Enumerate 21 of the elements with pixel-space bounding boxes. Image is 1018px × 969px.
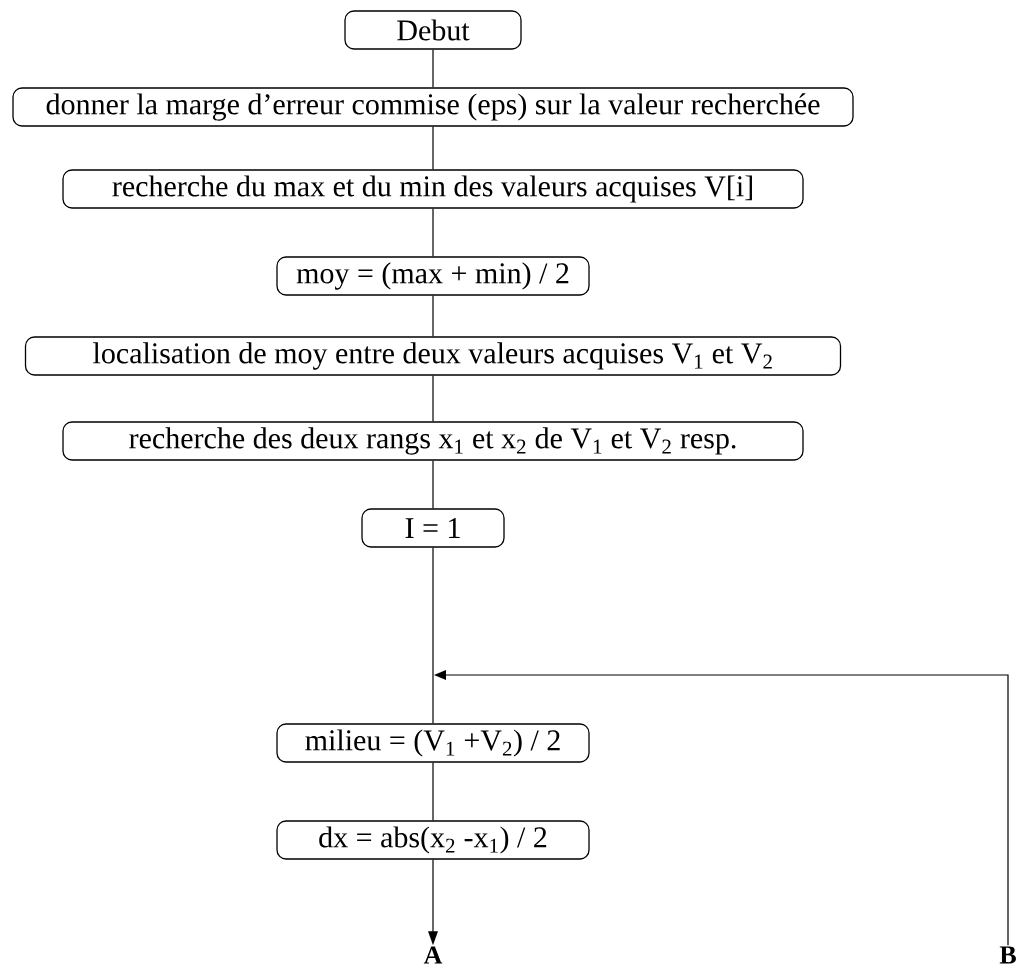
connector-line — [432, 126, 434, 170]
connector-line — [432, 208, 434, 257]
end-label: A — [423, 946, 443, 964]
connector-line — [432, 375, 434, 422]
process-box: Debut — [344, 10, 522, 50]
process-box: dx = abs(x$_{2}$ -x$_{1}$) / 2 — [276, 820, 590, 860]
process-box: I = 1 — [361, 508, 505, 548]
arrow — [428, 859, 438, 946]
end-label: B — [999, 946, 1016, 964]
connector-line — [432, 762, 434, 821]
process-box: localisation de moy entre deux valeurs acquises V$_{1}$ et V$_{2}$ — [24, 336, 842, 376]
arrow — [434, 670, 1009, 946]
process-box: recherche du max et du min des valeurs acquises V[i] — [62, 169, 804, 209]
connector-line — [432, 295, 434, 337]
connector-line — [432, 49, 434, 88]
connector-line — [432, 460, 434, 509]
process-box: recherche des deux rangs x$_{1}$ et x$_{2}$ de V$_{1}$ et V$_{2}$ resp. — [62, 421, 804, 461]
process-box: moy = (max + min) / 2 — [276, 256, 590, 296]
connector-line — [432, 547, 434, 724]
process-box: milieu = (V$_{1}$ +V$_{2}$) / 2 — [276, 723, 590, 763]
process-box: donner la marge d’erreur commise (eps) sur la valeur recherchée — [12, 87, 854, 127]
